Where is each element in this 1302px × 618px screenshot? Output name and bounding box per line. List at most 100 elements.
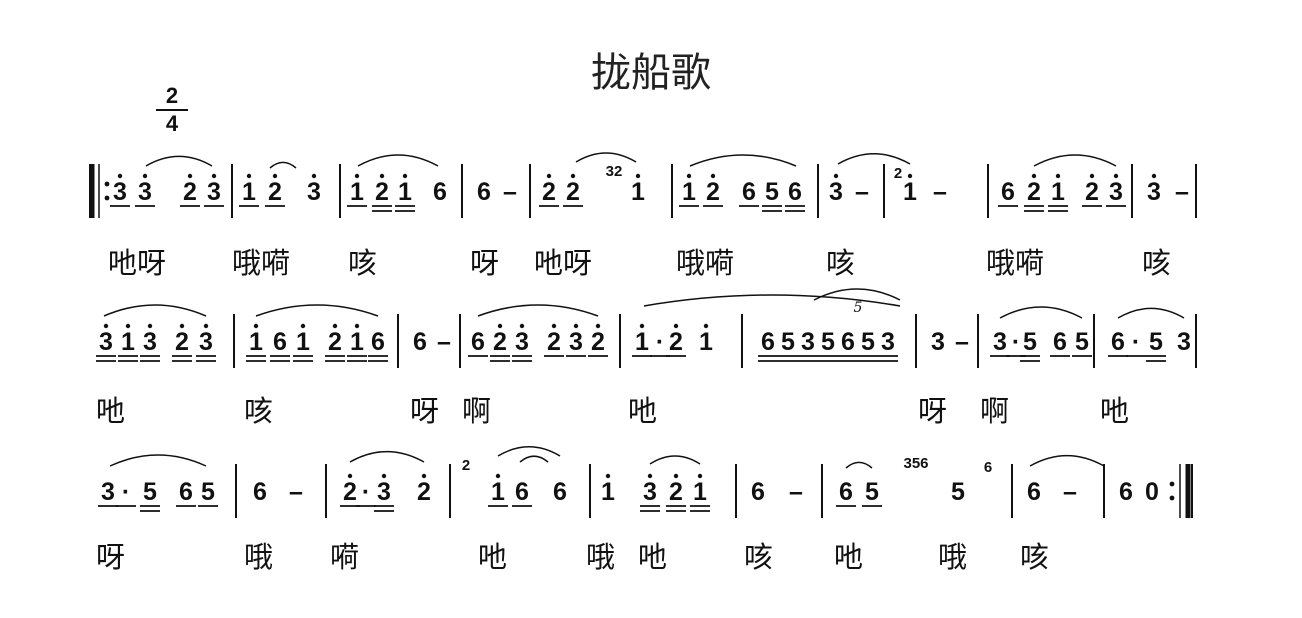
note: 1	[296, 328, 310, 356]
time-signature-line	[156, 109, 188, 111]
slur	[1029, 454, 1105, 467]
octave-dot	[1151, 173, 1157, 179]
note: 1	[1051, 178, 1065, 206]
octave-dot	[347, 473, 353, 479]
lyric-1-9: 咳	[1142, 246, 1172, 280]
slur	[643, 294, 901, 307]
note: 6	[751, 478, 765, 506]
lyric-3-10: 咳	[1020, 540, 1050, 574]
note: 6	[1001, 178, 1015, 206]
note: 3	[993, 328, 1007, 356]
note: 6	[1053, 328, 1067, 356]
octave-dot	[421, 473, 427, 479]
slur	[255, 304, 379, 317]
note: 3	[199, 328, 213, 356]
octave-dot	[519, 323, 525, 329]
grace-note: 32	[606, 163, 623, 180]
slur	[813, 288, 901, 301]
slur	[845, 461, 873, 469]
lyric-1-8: 哦嗬	[986, 246, 1045, 280]
octave-dot	[673, 323, 679, 329]
note: 2	[175, 328, 189, 356]
note: ·	[122, 478, 130, 506]
octave-dot	[142, 173, 148, 179]
note: 2	[547, 328, 561, 356]
note: 5	[1023, 328, 1037, 356]
octave-dot	[311, 173, 317, 179]
octave-dot	[179, 323, 185, 329]
lyric-3-4: 吔	[478, 540, 508, 574]
note: 5	[821, 328, 835, 356]
note: 6	[553, 478, 567, 506]
tuplet-number: 5	[854, 300, 863, 316]
note: 5	[861, 328, 875, 356]
note: 6	[433, 178, 447, 206]
note: 3	[113, 178, 127, 206]
note: 6	[1119, 478, 1133, 506]
note: 2	[493, 328, 507, 356]
octave-dot	[1089, 173, 1095, 179]
note: 5	[781, 328, 795, 356]
lyric-3-3: 嗬	[330, 540, 360, 574]
note: 3	[569, 328, 583, 356]
note: 1	[491, 478, 505, 506]
note: 6	[371, 328, 385, 356]
lyric-2-2: 咳	[244, 394, 274, 428]
slur	[269, 161, 297, 169]
note: 0	[1145, 478, 1159, 506]
octave-dot	[605, 473, 611, 479]
note: 3	[515, 328, 529, 356]
lyric-3-6: 吔	[638, 540, 668, 574]
note: 1	[601, 478, 615, 506]
slur	[649, 455, 701, 465]
note: ·	[1012, 328, 1020, 356]
lyric-2-6: 呀	[918, 394, 948, 428]
lyric-1-1: 吔呀	[108, 246, 167, 280]
note: –	[1063, 478, 1077, 506]
note: 2	[669, 328, 683, 356]
note: 6	[1111, 328, 1125, 356]
note: 6	[413, 328, 427, 356]
note: 1	[249, 328, 263, 356]
octave-dot	[332, 323, 338, 329]
note: 6	[253, 478, 267, 506]
note: 2	[591, 328, 605, 356]
octave-dot	[673, 473, 679, 479]
octave-dot	[495, 473, 501, 479]
note: 5	[143, 478, 157, 506]
note: 1	[699, 328, 713, 356]
grace-note: 2	[462, 457, 470, 474]
time-signature-bottom: 4	[165, 111, 179, 136]
slur	[145, 155, 213, 167]
octave-dot	[187, 173, 193, 179]
note: –	[503, 178, 517, 206]
note: –	[1175, 178, 1189, 206]
octave-dot	[497, 323, 503, 329]
octave-dot	[686, 173, 692, 179]
octave-dot	[907, 173, 913, 179]
note: 3	[99, 328, 113, 356]
slur	[999, 306, 1083, 319]
note: 6	[515, 478, 529, 506]
note: 3	[377, 478, 391, 506]
lyric-2-5: 吔	[628, 394, 658, 428]
octave-dot	[300, 323, 306, 329]
lyric-1-2: 哦嗬	[232, 246, 291, 280]
lyric-3-8: 吔	[834, 540, 864, 574]
slur	[1033, 154, 1117, 167]
note: 2	[1085, 178, 1099, 206]
note: 3	[207, 178, 221, 206]
note: 2	[417, 478, 431, 506]
slur	[109, 454, 207, 467]
lyric-3-2: 哦	[244, 540, 274, 574]
octave-dot	[546, 173, 552, 179]
slur	[497, 446, 561, 457]
repeat-dot	[1169, 495, 1175, 501]
note: –	[289, 478, 303, 506]
note: ·	[656, 328, 664, 356]
octave-dot	[1031, 173, 1037, 179]
lyric-1-4: 呀	[470, 246, 500, 280]
note: 6	[1027, 478, 1041, 506]
note: 6	[839, 478, 853, 506]
note: 6	[841, 328, 855, 356]
